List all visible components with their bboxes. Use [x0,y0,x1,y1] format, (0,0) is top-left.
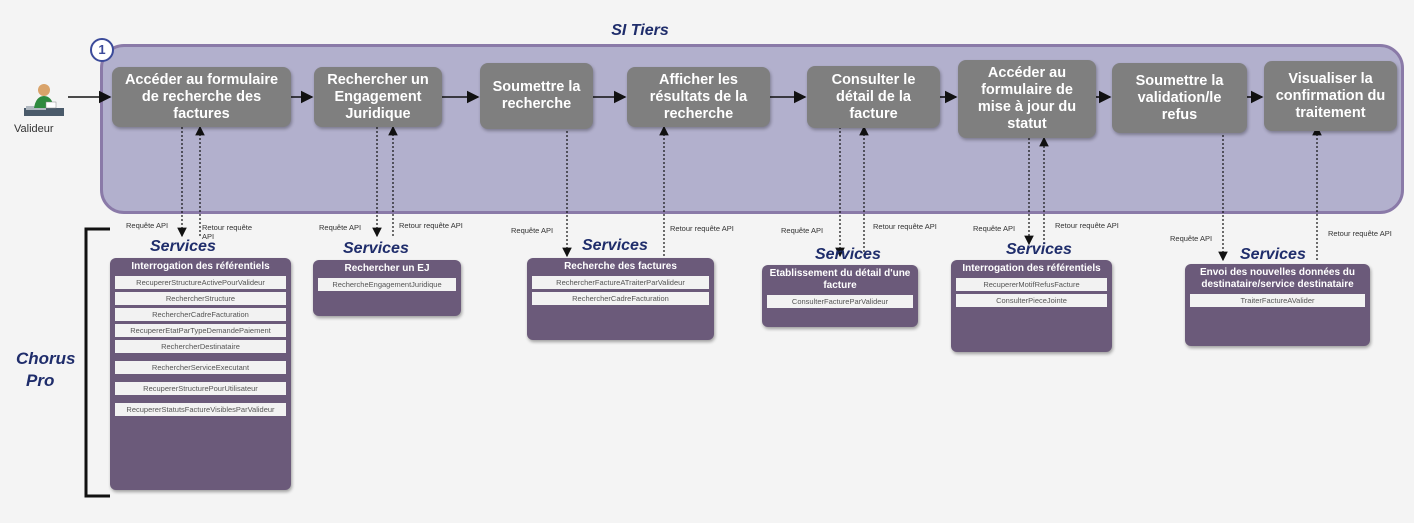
api-return-label: Retour requête API [670,224,734,233]
chorus-pro-bracket [84,227,110,498]
service-item: ConsulterFactureParValideur [767,295,913,308]
service-card-title: Recherche des factures [564,261,677,272]
step-view-invoice-detail: Consulter le détail de la facture [807,66,940,128]
services-title: Services [1006,241,1072,258]
service-card: Rechercher un EJ RechercheEngagementJuri… [313,260,461,316]
services-title: Services [343,240,409,257]
service-item: RecupererStatutsFactureVisiblesParValide… [115,403,286,416]
step-number-badge: 1 [90,38,114,62]
chorus-pro-label: Chorus Pro [16,348,76,392]
service-item: RechercherCadreFacturation [115,308,286,321]
step-submit-search: Soumettre la recherche [480,63,593,129]
api-request-label: Requête API [319,223,362,232]
services-title: Services [150,238,216,255]
step-submit-validation: Soumettre la validation/le refus [1112,63,1247,133]
service-card: Etablissement du détail d'une facture Co… [762,265,918,327]
validator-label: Valideur [14,123,54,135]
chorus-label-line: Pro [26,371,55,390]
services-title: Services [1240,246,1306,263]
api-request-label: Requête API [511,226,554,235]
api-request-label: Requête API [126,221,169,230]
chorus-label-line: Chorus [16,349,76,368]
service-card-title: Etablissement du détail d'une facture [769,268,911,291]
service-card: Envoi des nouvelles données du destinata… [1185,264,1370,346]
service-card: Interrogation des référentiels Recuperer… [110,258,291,490]
step-access-search-form: Accéder au formulaire de recherche des f… [112,67,291,127]
api-return-label: Retour requête API [202,223,253,241]
service-item: RechercherFactureATraiterParValideur [532,276,709,289]
api-request-label: Requête API [973,224,1016,233]
service-item: RecupererStructureActivePourValideur [115,276,286,289]
services-title: Services [815,246,881,263]
service-item: RechercheEngagementJuridique [318,278,456,291]
api-request-label: Requête API [1170,234,1213,243]
service-item: RecupererStructurePourUtilisateur [115,382,286,395]
si-tiers-title: SI Tiers [611,22,669,39]
service-item: RechercherServiceExecutant [115,361,286,374]
service-card-title: Interrogation des référentiels [962,263,1101,274]
api-return-label: Retour requête API [399,221,463,230]
service-card-title: Interrogation des référentiels [131,261,270,272]
api-return-label: Retour requête API [1328,229,1392,238]
service-item: RecupererMotifRefusFacture [956,278,1107,291]
service-item: TraiterFactureAValider [1190,294,1365,307]
service-card: Recherche des factures RechercherFacture… [527,258,714,340]
api-return-label: Retour requête API [1055,221,1119,230]
service-item: RechercherCadreFacturation [532,292,709,305]
validator-user-icon [24,84,64,116]
step-access-status-form: Accéder au formulaire de mise à jour du … [958,60,1096,138]
service-item: ConsulterPieceJointe [956,294,1107,307]
service-item: RechercherDestinataire [115,340,286,353]
api-request-label: Requête API [781,226,824,235]
step-search-legal-commitment: Rechercher un Engagement Juridique [314,67,442,127]
step-display-results: Afficher les résultats de la recherche [627,67,770,127]
api-return-label: Retour requête API [873,222,937,231]
service-item: RecupererEtatParTypeDemandePaiement [115,324,286,337]
service-item: RechercherStructure [115,292,286,305]
step-view-confirmation: Visualiser la confirmation du traitement [1264,61,1397,131]
service-card-title: Rechercher un EJ [344,263,430,274]
service-card: Interrogation des référentiels Recuperer… [951,260,1112,352]
services-title: Services [582,237,648,254]
service-card-title: Envoi des nouvelles données du destinata… [1199,267,1356,290]
